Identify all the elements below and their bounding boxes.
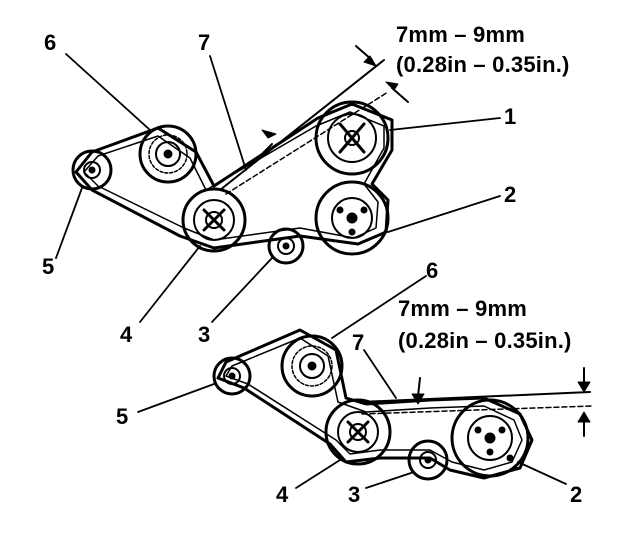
bottom-belt-inner — [225, 337, 523, 471]
top-label-7: 7 — [198, 30, 211, 55]
top-assembly — [55, 45, 501, 323]
top-label-5: 5 — [42, 254, 55, 279]
top-pulley-3 — [267, 227, 305, 265]
bottom-belt — [216, 328, 534, 480]
top-pulley-4 — [181, 187, 247, 253]
bottom-spec-mm: 7mm – 9mm — [398, 296, 527, 321]
bottom-pulley-3 — [407, 439, 449, 481]
top-belt — [74, 102, 394, 250]
bottom-label-3: 3 — [348, 482, 361, 507]
bottom-pulley-5 — [212, 356, 252, 396]
top-pulley-6 — [138, 124, 198, 184]
top-label-4: 4 — [120, 322, 133, 347]
top-label-2: 2 — [504, 182, 517, 207]
top-pulley-5 — [71, 149, 113, 191]
bottom-label-7: 7 — [352, 330, 365, 355]
top-label-1: 1 — [504, 104, 517, 129]
top-deflection-indicator — [219, 45, 409, 195]
bottom-label-6: 6 — [426, 258, 439, 283]
bottom-spec-in: (0.28in – 0.35in.) — [398, 328, 572, 353]
top-spec-mm: 7mm – 9mm — [396, 22, 525, 47]
bottom-deflection-indicator — [359, 367, 593, 437]
top-leader-lines — [55, 53, 501, 323]
top-label-6: 6 — [44, 30, 57, 55]
bottom-pulley-6 — [280, 334, 344, 398]
bottom-label-2: 2 — [570, 482, 583, 507]
bottom-label-5: 5 — [116, 404, 129, 429]
top-pulley-2 — [314, 180, 390, 256]
top-belt-inner — [83, 111, 385, 241]
bottom-label-4: 4 — [276, 482, 289, 507]
bottom-leader-lines — [137, 275, 567, 489]
top-label-3: 3 — [198, 322, 211, 347]
top-spec-in: (0.28in – 0.35in.) — [396, 52, 570, 77]
bottom-pulley-4 — [324, 398, 392, 466]
bottom-pulley-2 — [450, 398, 530, 478]
bottom-assembly — [137, 275, 593, 489]
